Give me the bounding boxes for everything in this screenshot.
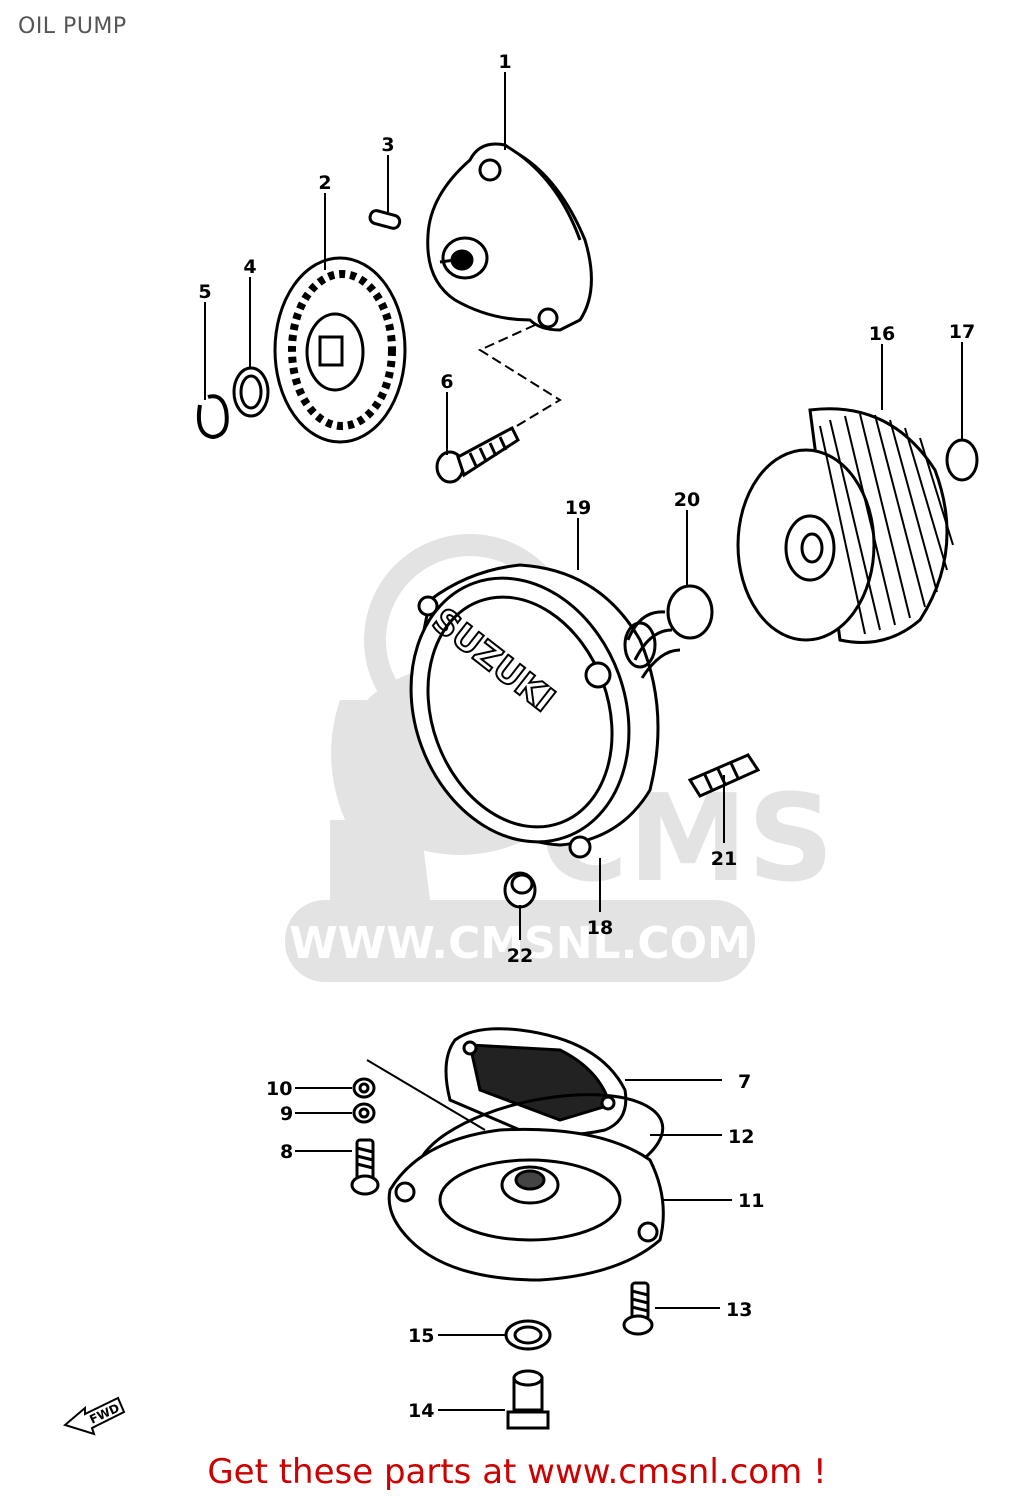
callout-12: 12 xyxy=(728,1126,754,1148)
callout-6: 6 xyxy=(440,371,453,393)
callout-18: 18 xyxy=(587,917,613,939)
callout-4: 4 xyxy=(243,256,256,278)
leader-lines xyxy=(204,72,963,1411)
part-9-nut xyxy=(352,1102,376,1124)
callout-11: 11 xyxy=(738,1190,764,1212)
exploded-parts-diagram: CMS WWW.CMSNL.COM xyxy=(62,51,979,1436)
page-title: OIL PUMP xyxy=(18,14,127,39)
part-6-screw xyxy=(435,425,520,484)
part-3-pin xyxy=(368,209,402,230)
callout-7: 7 xyxy=(738,1071,751,1093)
part-5-circlip xyxy=(196,394,229,440)
callout-5: 5 xyxy=(198,281,211,303)
part-16-oil-filter xyxy=(736,407,954,644)
part-14-drain-plug xyxy=(506,1369,550,1430)
forward-arrow-icon: FWD xyxy=(62,1396,126,1436)
part-11-housing xyxy=(387,1127,665,1282)
part-19-filter-cover: SUZUKI xyxy=(409,563,660,859)
assembly-guide-line xyxy=(366,1059,486,1131)
callout-13: 13 xyxy=(726,1299,752,1321)
callout-19: 19 xyxy=(565,497,591,519)
part-17-o-ring xyxy=(945,438,979,482)
callout-10: 10 xyxy=(266,1078,292,1100)
callout-8: 8 xyxy=(280,1141,293,1163)
callout-9: 9 xyxy=(280,1103,293,1125)
part-15-washer xyxy=(504,1319,552,1351)
callout-3: 3 xyxy=(381,134,394,156)
part-20-spring xyxy=(623,584,714,679)
part-4-washer xyxy=(232,366,270,418)
part-22-nut xyxy=(503,871,537,909)
callout-20: 20 xyxy=(674,489,700,511)
callout-labels: 1 2 3 4 5 6 7 8 9 10 11 12 13 14 15 16 1… xyxy=(198,51,975,1422)
part-2-gear xyxy=(273,256,407,444)
callout-17: 17 xyxy=(949,321,975,343)
callout-1: 1 xyxy=(498,51,511,73)
callout-14: 14 xyxy=(408,1400,434,1422)
footer-link-text[interactable]: Get these parts at www.cmsnl.com ! xyxy=(207,1452,827,1492)
part-1-pump-body xyxy=(426,142,593,332)
part-8-stud-bolt xyxy=(350,1138,380,1196)
callout-2: 2 xyxy=(318,172,331,194)
part-10-washer xyxy=(352,1077,376,1099)
part-13-bolt xyxy=(622,1281,654,1336)
callout-16: 16 xyxy=(869,323,895,345)
callout-21: 21 xyxy=(711,848,737,870)
callout-22: 22 xyxy=(507,945,533,967)
part-7-plate xyxy=(444,1027,628,1137)
callout-15: 15 xyxy=(408,1325,434,1347)
assembly-guide-line xyxy=(477,324,562,431)
